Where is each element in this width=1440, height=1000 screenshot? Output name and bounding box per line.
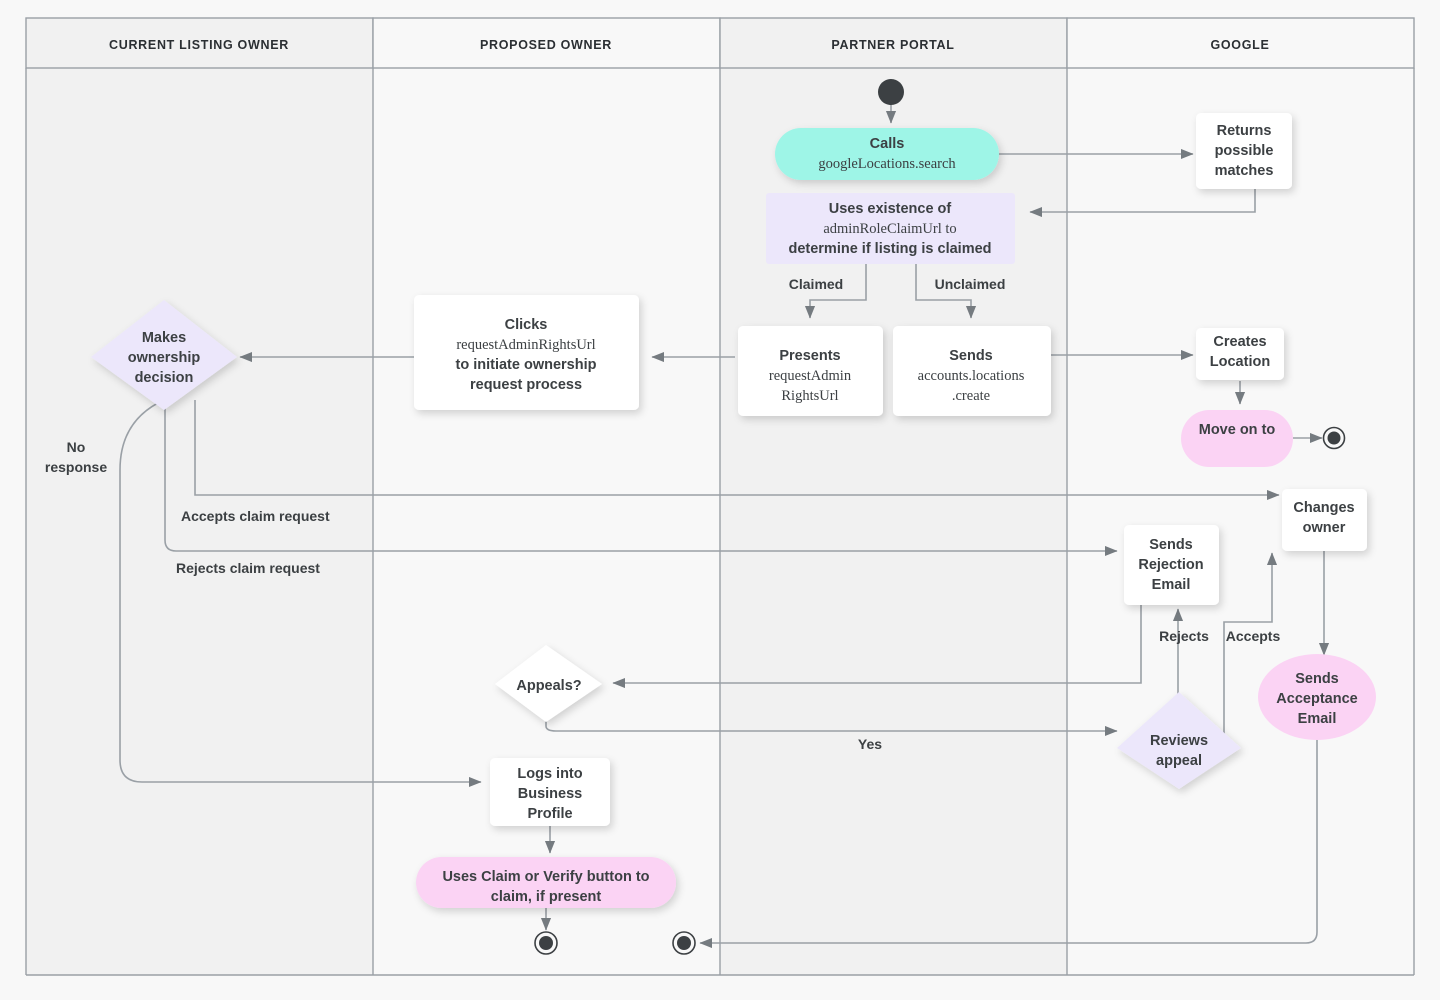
node-returns-possible-matches[interactable]: Returns possible matches: [1196, 113, 1292, 189]
lane-header-google: GOOGLE: [1210, 38, 1269, 52]
node-label-creates-location-line1: Creates: [1213, 334, 1266, 350]
node-uses-claim-or-verify-button[interactable]: Uses Claim or Verify button to claim, if…: [416, 857, 676, 908]
lane-header-current-listing-owner: CURRENT LISTING OWNER: [109, 38, 289, 52]
node-label-uses-existence-line2: adminRoleClaimUrl to: [823, 221, 956, 237]
node-label-sends-create-line2: accounts.locations: [918, 368, 1025, 384]
node-label-acceptance-email-line3: Email: [1298, 711, 1337, 727]
edge-appeals-yes-to-reviews: [545, 712, 1118, 737]
node-label-logs-in-line2: Business: [518, 786, 582, 802]
edge-label-yes: Yes: [858, 736, 882, 752]
edge-label-no-response-line1: No: [67, 439, 86, 455]
edge-acceptance-email-to-end-partner-portal: [699, 738, 1318, 949]
edge-uses-existence-unclaimed: [915, 264, 977, 319]
node-sends-acceptance-email[interactable]: Sends Acceptance Email: [1258, 654, 1376, 740]
node-label-makes-decision-line3: decision: [135, 370, 194, 386]
node-label-rejection-email-line1: Sends: [1149, 537, 1193, 553]
swimlane-headers: CURRENT LISTING OWNER PROPOSED OWNER PAR…: [25, 17, 1415, 69]
node-label-clicks-line3: to initiate ownership: [456, 357, 597, 373]
node-label-sends-create-line1: Sends: [949, 348, 993, 364]
node-label-rejection-email-line3: Email: [1152, 577, 1191, 593]
node-label-clicks-line2: requestAdminRightsUrl: [456, 337, 595, 353]
node-label-uses-existence-line1: Uses existence of: [829, 201, 952, 217]
edge-label-accepts-claim-request: Accepts claim request: [181, 508, 330, 524]
node-creates-location[interactable]: Creates Location: [1196, 328, 1284, 380]
edge-returns-to-uses-existence: [1029, 188, 1256, 218]
node-presents-request-admin-rights-url[interactable]: Presents requestAdmin RightsUrl: [738, 326, 883, 416]
node-calls-google-locations-search[interactable]: Calls googleLocations.search: [775, 128, 999, 180]
edge-labels: Claimed Unclaimed No response Accepts cl…: [45, 276, 1281, 752]
node-label-move-on-to: Move on to: [1199, 422, 1276, 438]
node-label-presents-line2: requestAdmin: [769, 368, 852, 384]
edge-accepts-claim-request: [194, 400, 1280, 501]
node-label-makes-decision-line2: ownership: [128, 350, 201, 366]
node-logs-into-business-profile[interactable]: Logs into Business Profile: [490, 758, 610, 826]
node-label-changes-owner-line2: owner: [1303, 520, 1346, 536]
lane-header-proposed-owner: PROPOSED OWNER: [480, 38, 612, 52]
node-label-returns-line2: possible: [1215, 143, 1274, 159]
node-end-google[interactable]: [1322, 426, 1346, 450]
node-label-logs-in-line3: Profile: [527, 806, 572, 822]
node-label-changes-owner-line1: Changes: [1293, 500, 1354, 516]
node-label-makes-decision-line1: Makes: [142, 330, 186, 346]
node-end-proposed-owner[interactable]: [534, 931, 558, 955]
node-label-clicks-line4: request process: [470, 377, 582, 393]
node-reviews-appeal[interactable]: Reviews appeal: [1117, 692, 1241, 789]
node-label-uses-claim-line1: Uses Claim or Verify button to: [442, 869, 649, 885]
node-label-uses-claim-line2: claim, if present: [491, 889, 602, 905]
node-label-calls-line2: googleLocations.search: [818, 156, 956, 172]
swimlane-background: [26, 68, 1414, 975]
lane-header-partner-portal: PARTNER PORTAL: [831, 38, 954, 52]
node-appeals[interactable]: Appeals?: [495, 645, 602, 722]
node-sends-rejection-email[interactable]: Sends Rejection Email: [1124, 525, 1219, 605]
node-label-reviews-appeal-line2: appeal: [1156, 753, 1202, 769]
edge-uses-existence-claimed: [804, 264, 867, 319]
edge-label-unclaimed: Unclaimed: [935, 276, 1006, 292]
node-start[interactable]: [878, 79, 904, 105]
node-label-acceptance-email-line1: Sends: [1295, 671, 1339, 687]
node-move-on-to[interactable]: Move on to: [1181, 410, 1293, 467]
node-label-uses-existence-line3: determine if listing is claimed: [788, 241, 991, 257]
node-label-rejection-email-line2: Rejection: [1138, 557, 1203, 573]
edge-label-accepts: Accepts: [1226, 628, 1281, 644]
node-label-calls-line1: Calls: [870, 136, 905, 152]
edge-label-rejects-claim-request: Rejects claim request: [176, 560, 320, 576]
edge-rejects-claim-request: [164, 400, 1118, 557]
node-clicks-request-admin-rights-url[interactable]: Clicks requestAdminRightsUrl to initiate…: [414, 295, 639, 410]
node-label-presents-line3: RightsUrl: [781, 388, 838, 404]
edge-rejection-email-to-appeals: [612, 605, 1142, 689]
node-makes-ownership-decision[interactable]: Makes ownership decision: [91, 300, 237, 410]
node-changes-owner[interactable]: Changes owner: [1282, 489, 1367, 551]
node-label-clicks-line1: Clicks: [505, 317, 548, 333]
node-label-sends-create-line3: .create: [952, 388, 990, 404]
node-label-creates-location-line2: Location: [1210, 354, 1270, 370]
edge-label-claimed: Claimed: [789, 276, 843, 292]
node-label-appeals: Appeals?: [516, 678, 581, 694]
node-label-presents-line1: Presents: [779, 348, 840, 364]
node-label-reviews-appeal-line1: Reviews: [1150, 733, 1208, 749]
node-label-acceptance-email-line2: Acceptance: [1276, 691, 1357, 707]
node-end-partner-portal[interactable]: [672, 931, 696, 955]
swimlane-dividers: [25, 68, 1415, 976]
edge-no-response: [119, 399, 482, 788]
node-uses-existence-of-admin-role-claim-url[interactable]: Uses existence of adminRoleClaimUrl to d…: [766, 193, 1015, 264]
node-label-returns-line1: Returns: [1217, 123, 1272, 139]
edge-label-no-response-line2: response: [45, 459, 107, 475]
node-sends-accounts-locations-create[interactable]: Sends accounts.locations .create: [893, 326, 1051, 416]
node-label-returns-line3: matches: [1215, 163, 1274, 179]
edge-label-rejects: Rejects: [1159, 628, 1209, 644]
node-label-logs-in-line1: Logs into: [517, 766, 582, 782]
